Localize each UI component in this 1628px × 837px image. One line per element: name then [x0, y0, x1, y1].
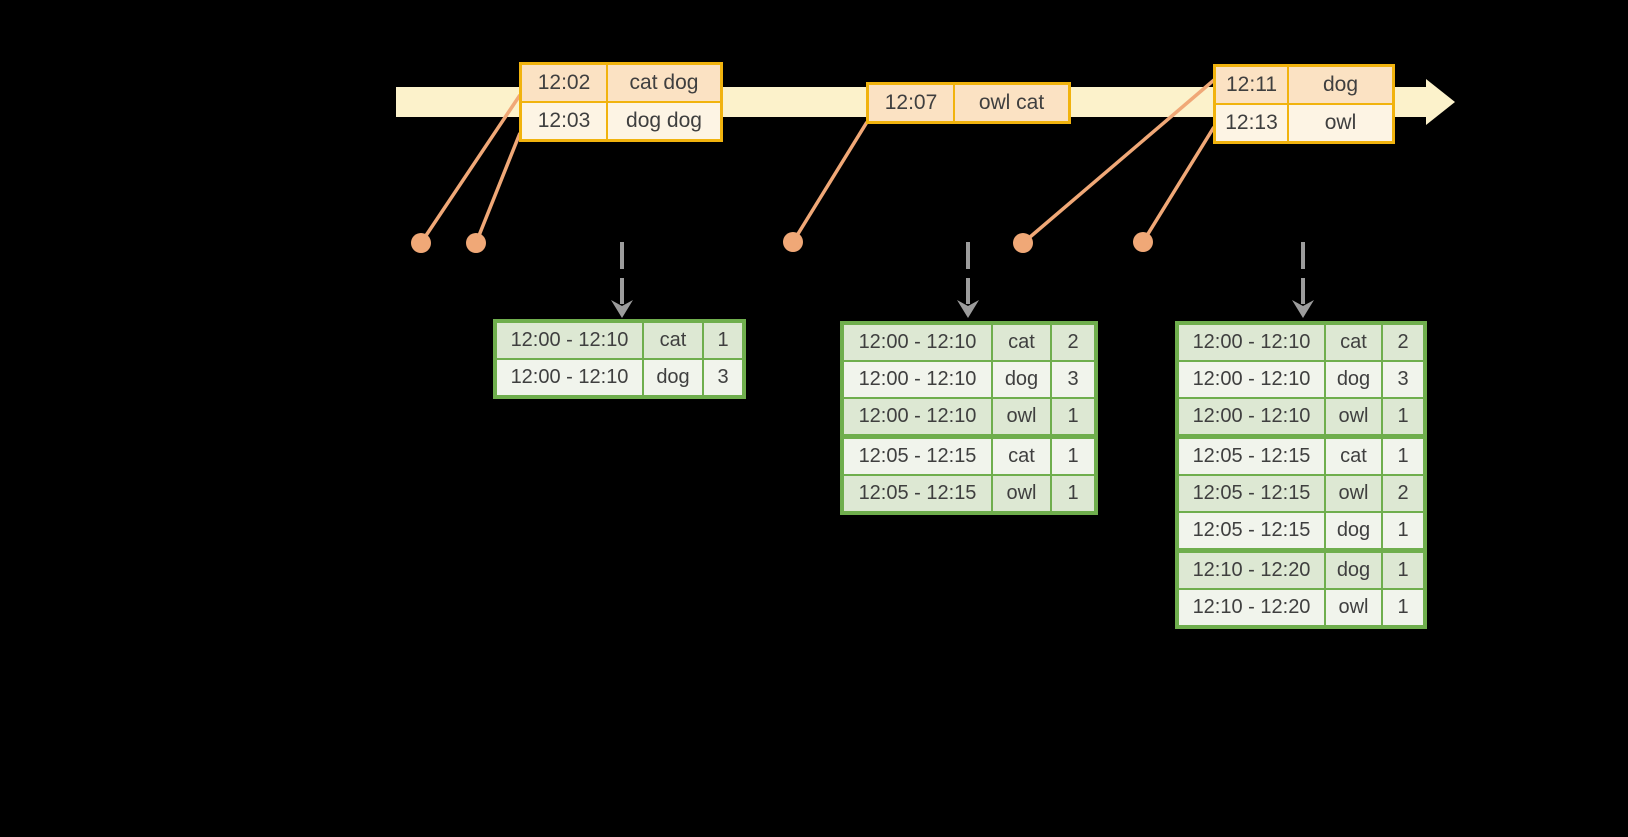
window-range-cell: 12:05 - 12:15: [1179, 513, 1324, 548]
count-cell: 1: [1383, 553, 1423, 588]
window-range-cell: 12:05 - 12:15: [844, 476, 991, 511]
window-range-cell: 12:05 - 12:15: [1179, 476, 1324, 511]
event-time-cell: 12:02: [522, 65, 606, 101]
word-cell: cat: [1326, 439, 1381, 474]
trigger-arrowhead-icon: [957, 300, 979, 318]
event-words-cell: cat dog: [608, 65, 720, 101]
word-cell: dog: [993, 362, 1050, 397]
word-cell: owl: [993, 476, 1050, 511]
count-cell: 1: [1052, 439, 1094, 474]
count-cell: 1: [1052, 399, 1094, 434]
word-cell: owl: [993, 399, 1050, 434]
count-cell: 3: [704, 360, 742, 395]
word-cell: dog: [1326, 362, 1381, 397]
window-range-cell: 12:05 - 12:15: [844, 439, 991, 474]
event-connector-line: [791, 121, 869, 243]
word-cell: dog: [1326, 553, 1381, 588]
event-connector-line: [474, 132, 522, 244]
window-range-cell: 12:00 - 12:10: [844, 399, 991, 434]
count-cell: 3: [1383, 362, 1423, 397]
event-dot-icon: [411, 233, 431, 253]
window-range-cell: 12:00 - 12:10: [497, 360, 642, 395]
trigger-arrowhead-icon: [611, 300, 633, 318]
word-cell: owl: [1326, 476, 1381, 511]
window-range-cell: 12:00 - 12:10: [1179, 325, 1324, 360]
window-range-cell: 12:05 - 12:15: [1179, 439, 1324, 474]
count-cell: 1: [704, 323, 742, 358]
event-connector-line: [419, 94, 522, 244]
event-dot-icon: [1133, 232, 1153, 252]
window-range-cell: 12:00 - 12:10: [1179, 399, 1324, 434]
count-cell: 2: [1383, 476, 1423, 511]
word-cell: owl: [1326, 399, 1381, 434]
event-dot-icon: [783, 232, 803, 252]
window-range-cell: 12:10 - 12:20: [1179, 553, 1324, 588]
event-words-cell: dog: [1289, 67, 1392, 103]
count-cell: 2: [1383, 325, 1423, 360]
event-dot-icon: [466, 233, 486, 253]
event-words-cell: owl cat: [955, 85, 1068, 121]
word-cell: cat: [993, 439, 1050, 474]
event-words-cell: owl: [1289, 105, 1392, 141]
event-time-cell: 12:13: [1216, 105, 1287, 141]
window-range-cell: 12:00 - 12:10: [844, 325, 991, 360]
word-cell: dog: [1326, 513, 1381, 548]
event-connector-line: [1141, 126, 1216, 243]
count-cell: 2: [1052, 325, 1094, 360]
window-range-cell: 12:00 - 12:10: [497, 323, 642, 358]
event-time-cell: 12:03: [522, 103, 606, 139]
count-cell: 1: [1383, 513, 1423, 548]
word-cell: cat: [644, 323, 702, 358]
count-cell: 1: [1383, 399, 1423, 434]
timeline-arrowhead-icon: [1426, 79, 1455, 125]
word-cell: dog: [644, 360, 702, 395]
event-words-cell: dog dog: [608, 103, 720, 139]
word-cell: owl: [1326, 590, 1381, 625]
count-cell: 1: [1383, 590, 1423, 625]
count-cell: 3: [1052, 362, 1094, 397]
event-time-cell: 12:07: [869, 85, 953, 121]
trigger-arrowhead-icon: [1292, 300, 1314, 318]
window-range-cell: 12:00 - 12:10: [844, 362, 991, 397]
event-time-cell: 12:11: [1216, 67, 1287, 103]
window-range-cell: 12:00 - 12:10: [1179, 362, 1324, 397]
window-range-cell: 12:10 - 12:20: [1179, 590, 1324, 625]
event-dot-icon: [1013, 233, 1033, 253]
count-cell: 1: [1052, 476, 1094, 511]
word-cell: cat: [993, 325, 1050, 360]
count-cell: 1: [1383, 439, 1423, 474]
word-cell: cat: [1326, 325, 1381, 360]
